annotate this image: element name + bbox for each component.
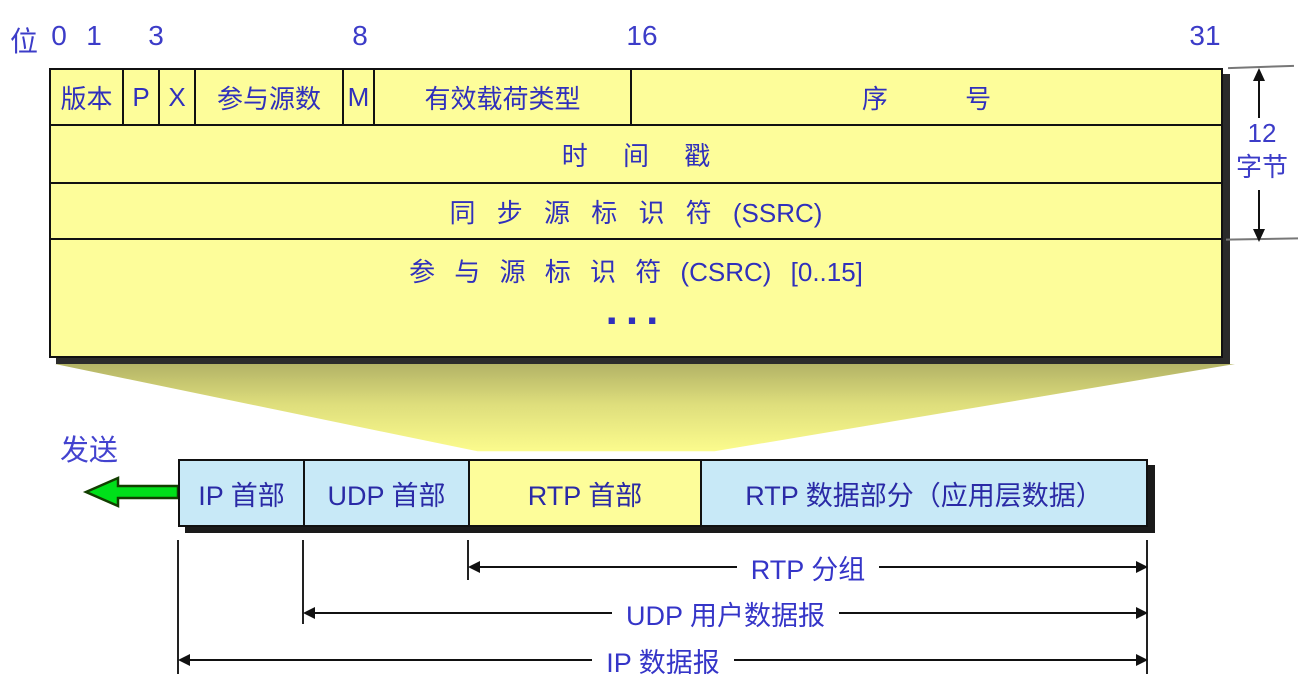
bit-tick-8: 8 xyxy=(352,20,368,51)
arrowhead-right-icon xyxy=(1136,561,1148,573)
extent-arrowhead-down-icon xyxy=(1253,229,1265,242)
bit-tick-3: 3 xyxy=(148,20,164,51)
field-sequence-number: 序 号 xyxy=(861,83,992,114)
field-ssrc: 同 步 源 标 识 符 (SSRC) xyxy=(51,184,1221,240)
boundary-tick-udp xyxy=(302,540,304,624)
arrowhead-left-icon xyxy=(303,607,315,619)
size-annotation: 12 字节 xyxy=(1228,116,1296,184)
segment-rtp-payload: RTP 数据部分（应用层数据） xyxy=(702,461,1146,525)
segment-ip-header: IP 首部 xyxy=(180,461,305,525)
table-row-word1: 版本 P X 参与源数 M 有效载荷类型 序 号 xyxy=(51,70,1221,126)
field-version: 版本 xyxy=(51,70,124,124)
arrowhead-left-icon xyxy=(178,654,190,666)
field-csrc-count: 参与源数 xyxy=(196,70,344,124)
packet-bar: IP 首部 UDP 首部 RTP 首部 RTP 数据部分（应用层数据） xyxy=(178,459,1148,527)
bit-tick-16: 16 xyxy=(626,20,658,51)
rtp-header-table: 版本 P X 参与源数 M 有效载荷类型 序 号 时 间 戳 同 步 源 标 识… xyxy=(49,68,1223,358)
extent-line-bottom xyxy=(1258,190,1260,230)
field-timestamp: 时 间 戳 xyxy=(51,126,1221,184)
arrow-line xyxy=(190,659,593,661)
size-value: 12 xyxy=(1247,118,1277,148)
span-label-ip-datagram: IP 数据报 xyxy=(606,647,720,678)
segment-udp-header: UDP 首部 xyxy=(305,461,470,525)
span-label-udp-datagram: UDP 用户数据报 xyxy=(625,600,826,631)
boundary-tick-rtp xyxy=(467,540,469,580)
span-arrow-udp-datagram: UDP 用户数据报 xyxy=(303,599,1148,631)
span-arrow-rtp-packet: RTP 分组 xyxy=(468,553,1148,585)
arrow-line xyxy=(733,659,1136,661)
extent-line-top xyxy=(1258,80,1260,118)
bit-tick-1: 1 xyxy=(86,20,102,51)
boundary-tick-ip xyxy=(177,540,179,674)
field-extension: X xyxy=(160,70,196,124)
span-arrow-ip-datagram: IP 数据报 xyxy=(178,646,1148,678)
segment-rtp-header: RTP 首部 xyxy=(470,461,702,525)
extent-arrowhead-up-icon xyxy=(1253,68,1265,81)
ellipsis-dots: ... xyxy=(605,285,667,334)
zoom-funnel-shape xyxy=(55,364,1235,452)
field-csrc-label: 参 与 源 标 识 符 (CSRC) [0..15] xyxy=(409,257,863,287)
field-marker: M xyxy=(344,70,375,124)
arrow-line xyxy=(839,612,1136,614)
arrow-line xyxy=(315,612,612,614)
send-label: 发送 xyxy=(60,435,119,467)
field-padding: P xyxy=(124,70,160,124)
bit-axis-label: 位 xyxy=(10,26,39,57)
size-unit: 字节 xyxy=(1235,152,1288,182)
arrow-line xyxy=(879,566,1136,568)
arrowhead-right-icon xyxy=(1136,607,1148,619)
arrowhead-left-icon xyxy=(468,561,480,573)
field-csrc-list: 参 与 源 标 识 符 (CSRC) [0..15] ... xyxy=(51,240,1221,356)
field-payload-type: 有效载荷类型 xyxy=(375,70,632,124)
span-label-rtp-packet: RTP 分组 xyxy=(750,554,866,585)
arrowhead-right-icon xyxy=(1136,654,1148,666)
send-arrow-icon xyxy=(82,476,180,508)
arrow-line xyxy=(480,566,737,568)
bit-tick-31: 31 xyxy=(1189,20,1221,51)
bit-tick-0: 0 xyxy=(51,20,67,51)
